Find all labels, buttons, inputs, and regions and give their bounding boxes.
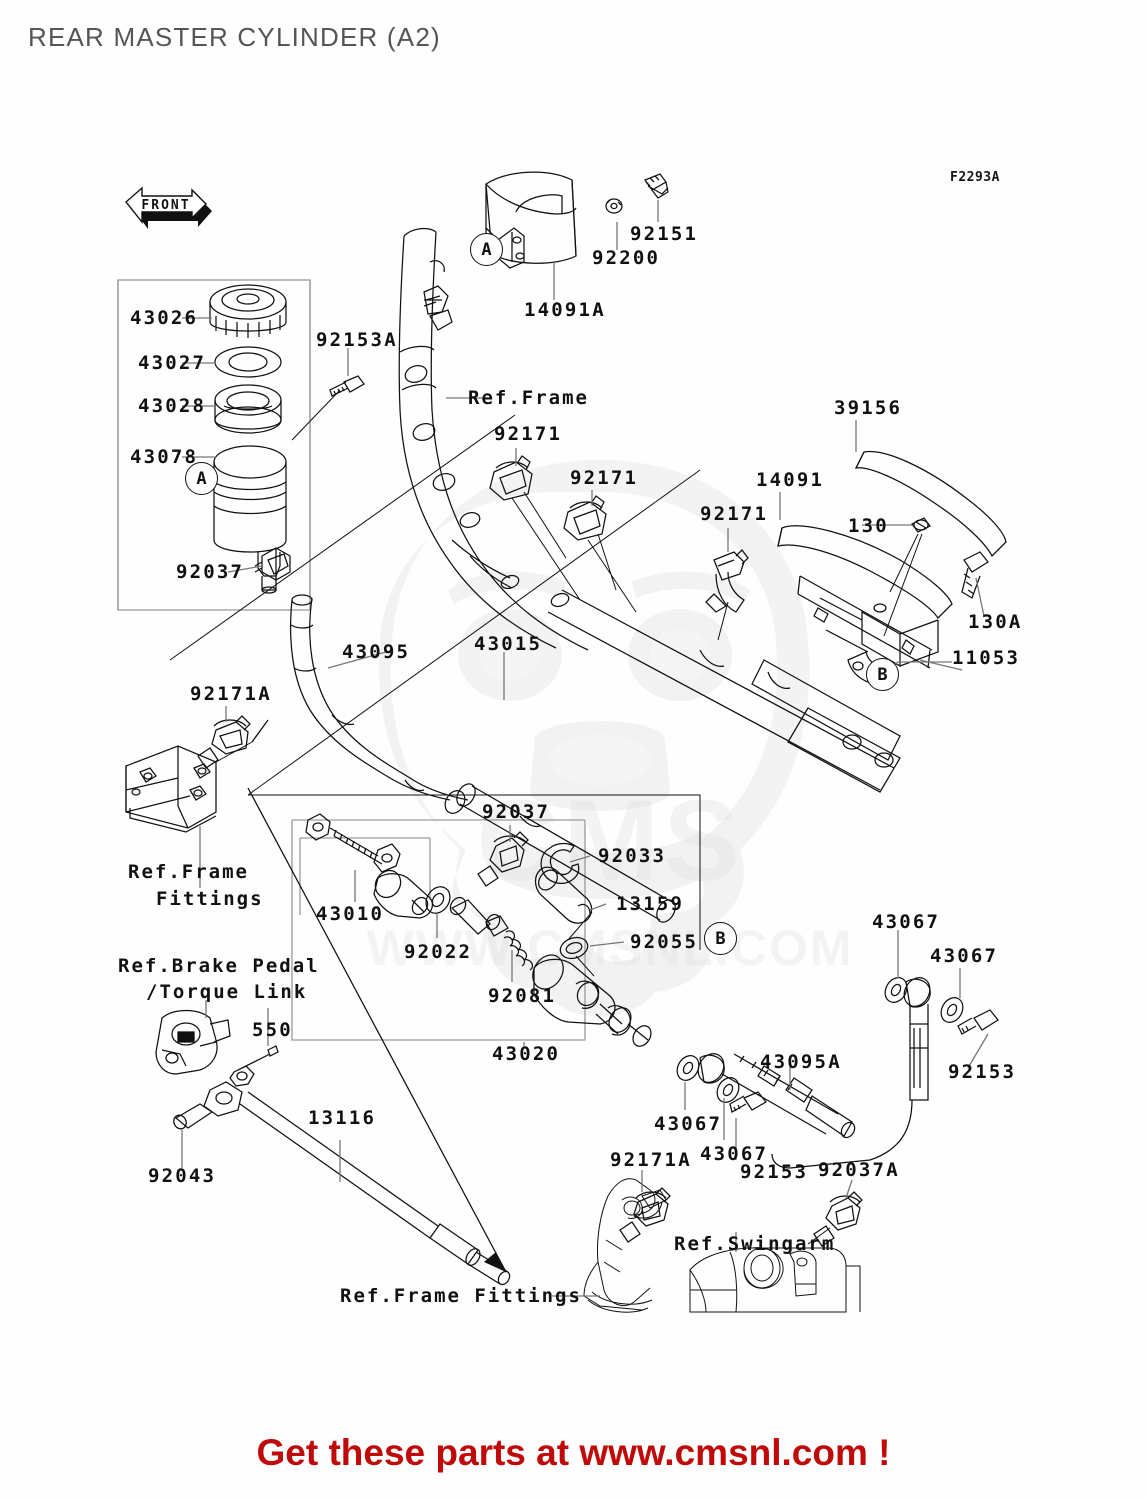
label-92022: 92022 [404, 941, 473, 963]
label-ref-frame-fittings-1: Ref.Frame [128, 861, 249, 883]
label-92171-a: 92171 [494, 423, 563, 445]
label-130A: 130A [968, 611, 1023, 633]
label-43067-a: 43067 [654, 1113, 723, 1135]
label-43026: 43026 [130, 307, 199, 329]
front-direction-marker: FRONT [125, 186, 212, 229]
label-92037A: 92037A [818, 1159, 900, 1181]
label-92151: 92151 [630, 223, 699, 245]
label-ref-frame-fittings-2: Fittings [156, 888, 264, 910]
label-43010: 43010 [316, 903, 385, 925]
callout-a-top: A [470, 233, 503, 266]
label-39156: 39156 [834, 397, 903, 419]
label-ref-brake-pedal-1: Ref.Brake Pedal [118, 955, 320, 977]
label-92037-reservoir: 92037 [176, 561, 245, 583]
label-43020: 43020 [492, 1043, 561, 1065]
label-43028: 43028 [138, 395, 207, 417]
callout-b-upper: B [866, 658, 899, 691]
label-92055: 92055 [630, 931, 699, 953]
label-13159: 13159 [616, 893, 685, 915]
sheet-code: F2293A [950, 170, 1000, 185]
label-92153A: 92153A [316, 329, 398, 351]
label-92153-right: 92153 [948, 1061, 1017, 1083]
label-92171-b: 92171 [570, 467, 639, 489]
label-43078: 43078 [130, 446, 199, 468]
page-title: REAR MASTER CYLINDER (A2) [28, 22, 441, 52]
label-43095: 43095 [342, 641, 411, 663]
label-14091A: 14091A [524, 299, 606, 321]
label-92153-mid: 92153 [740, 1161, 809, 1183]
label-92081: 92081 [488, 985, 557, 1007]
label-43027: 43027 [138, 352, 207, 374]
label-13116: 13116 [308, 1107, 377, 1129]
label-ref-frame: Ref.Frame [468, 387, 589, 409]
label-92037-mid: 92037 [482, 801, 551, 823]
label-92043: 92043 [148, 1165, 217, 1187]
callout-a-reservoir: A [185, 462, 218, 495]
label-130: 130 [848, 515, 889, 537]
front-text: FRONT [141, 198, 190, 213]
label-92171A-bottom: 92171A [610, 1149, 692, 1171]
label-43067-b: 43067 [700, 1143, 769, 1165]
label-43067-c: 43067 [872, 911, 941, 933]
label-11053: 11053 [952, 647, 1021, 669]
label-92200: 92200 [592, 247, 661, 269]
label-92171A-left: 92171A [190, 683, 272, 705]
footer-promo-text: Get these parts at www.cmsnl.com ! [256, 1432, 891, 1473]
label-43067-d: 43067 [930, 945, 999, 967]
label-14091: 14091 [756, 469, 825, 491]
label-92033: 92033 [598, 845, 667, 867]
callout-b-lower: B [704, 922, 737, 955]
label-43015: 43015 [474, 633, 543, 655]
label-ref-brake-pedal-2: /Torque Link [146, 981, 308, 1003]
label-43095A: 43095A [760, 1051, 842, 1073]
label-ref-frame-fittings-bottom: Ref.Frame Fittings [340, 1285, 582, 1307]
label-550: 550 [252, 1019, 293, 1041]
label-92171-c: 92171 [700, 503, 769, 525]
label-ref-swingarm: Ref.Swingarm [674, 1233, 836, 1255]
